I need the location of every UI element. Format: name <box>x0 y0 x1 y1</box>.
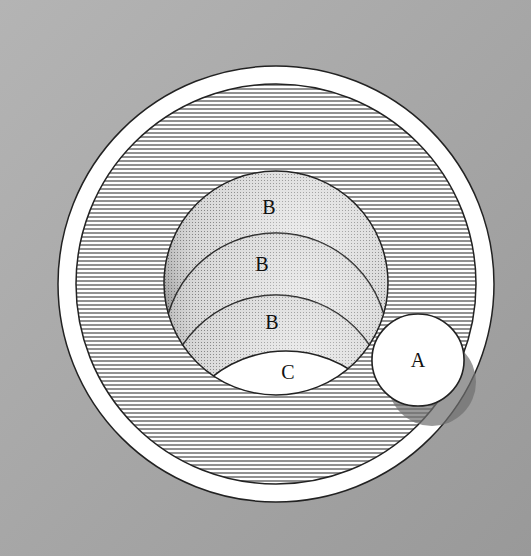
hatched-disc <box>76 84 476 484</box>
region-label: B <box>242 249 282 279</box>
region-label: B <box>252 307 292 337</box>
region-label: C <box>268 357 308 387</box>
region-letter: B <box>255 254 268 274</box>
inner-bands <box>164 171 404 556</box>
region-label: B <box>249 192 289 222</box>
region-letter: B <box>262 197 275 217</box>
outer-ring <box>58 66 494 502</box>
circle-node: A <box>371 313 465 407</box>
region-letter: B <box>265 312 278 332</box>
region-letter: A <box>411 350 425 370</box>
inner-disc-outline <box>164 171 388 395</box>
region-letter: C <box>281 362 294 382</box>
